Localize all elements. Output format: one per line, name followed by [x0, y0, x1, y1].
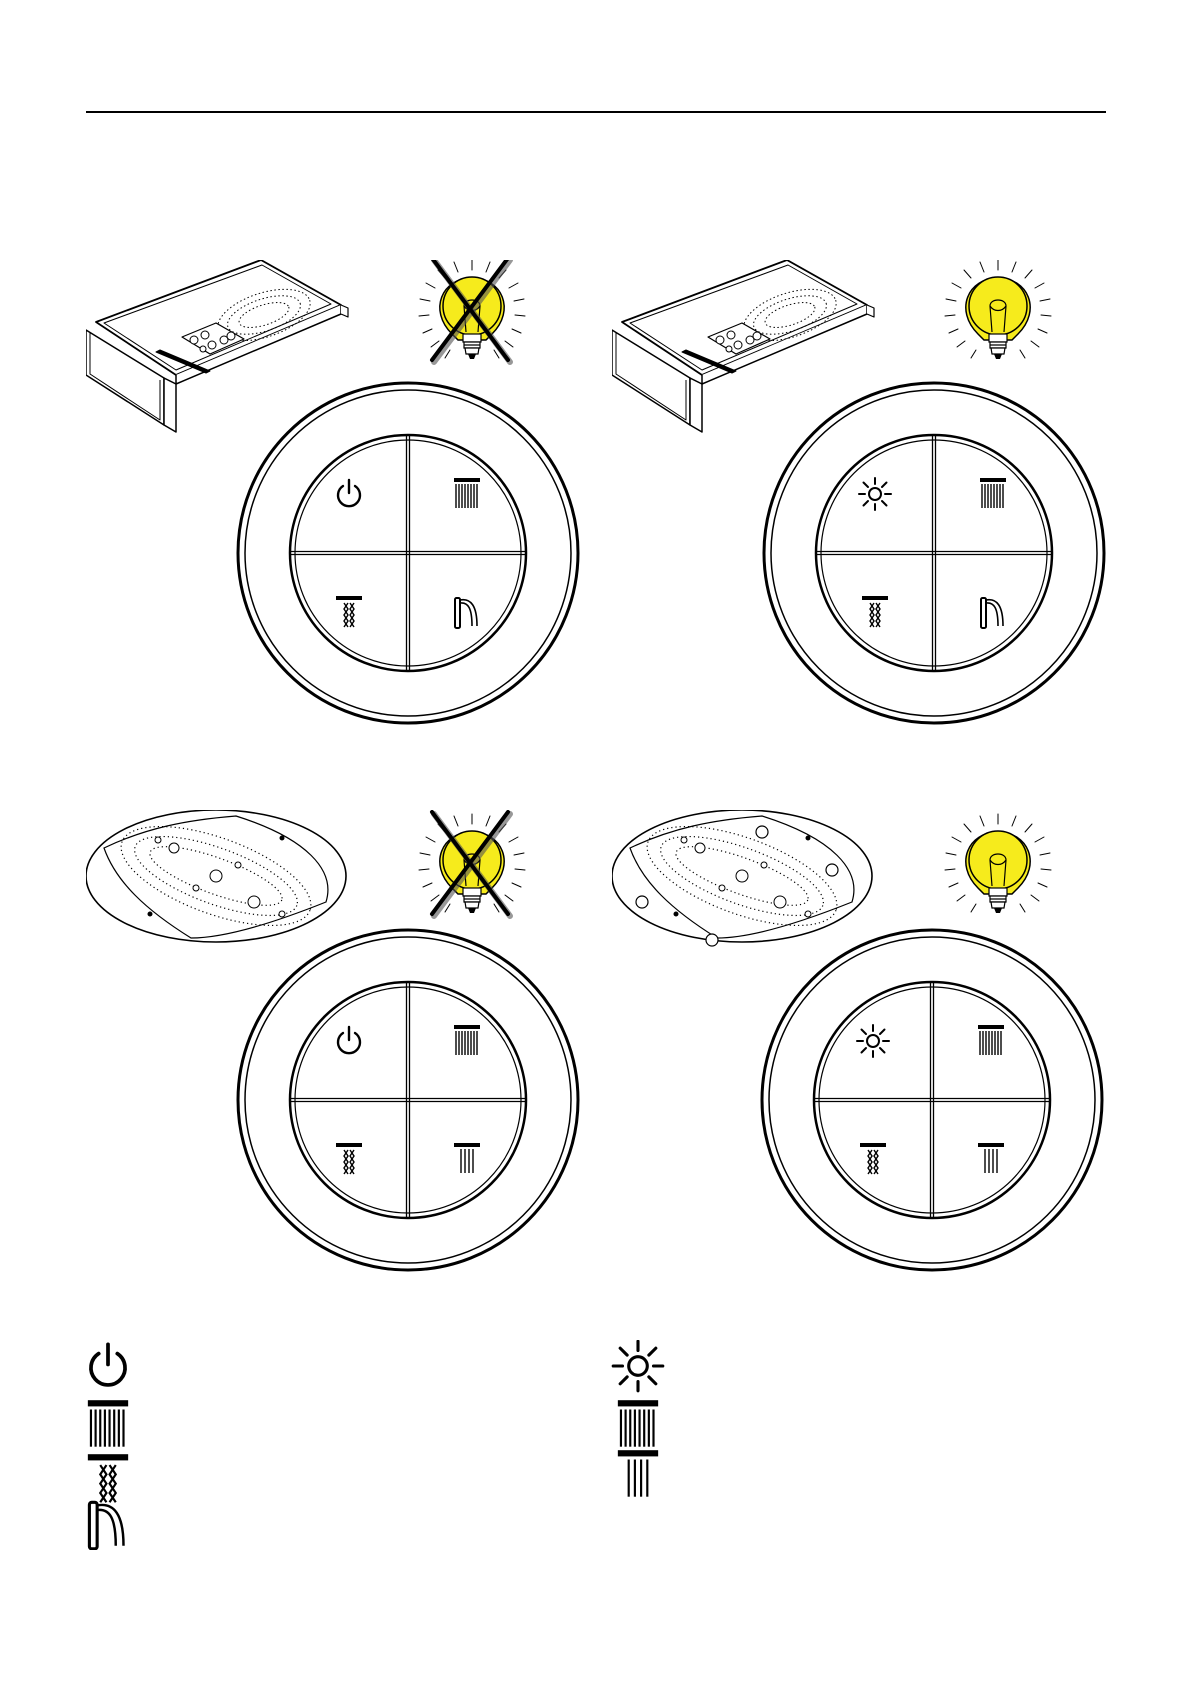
- waterfall-icon: [89, 1502, 123, 1549]
- panel-4: [612, 810, 1112, 1280]
- light-off-bulb-icon: [419, 260, 525, 362]
- panel-1-figure: [86, 260, 586, 730]
- rain-shower-icon: [88, 1400, 128, 1447]
- control-dial: [238, 930, 578, 1270]
- control-dial: [238, 383, 578, 723]
- panel-2-figure: [612, 260, 1112, 730]
- panel-4-figure: [612, 810, 1112, 1280]
- legend-left-icons: [82, 1340, 142, 1550]
- legend-right-icons: [604, 1340, 674, 1500]
- rain-waterfall-shower-head: [86, 260, 348, 432]
- light-on-bulb-icon: [945, 814, 1051, 913]
- oval-shower-plate: [86, 810, 346, 946]
- narrow-shower-icon: [618, 1450, 658, 1497]
- light-icon: [613, 1341, 663, 1391]
- mist-shower-icon: [88, 1454, 128, 1502]
- oval-shower-plate: [612, 810, 872, 946]
- control-dial: [764, 383, 1104, 723]
- panel-2: [612, 260, 1112, 730]
- panel-3: [86, 810, 586, 1280]
- light-on-bulb-icon: [945, 260, 1051, 359]
- legend-right: [604, 1340, 674, 1500]
- power-icon: [91, 1344, 125, 1385]
- panel-1: [86, 260, 586, 730]
- legend-left: [82, 1340, 142, 1550]
- light-off-bulb-icon: [419, 812, 525, 916]
- rain-waterfall-shower-head: [612, 260, 874, 432]
- control-dial: [762, 930, 1102, 1270]
- panel-3-figure: [86, 810, 586, 1280]
- top-rule: [86, 111, 1106, 113]
- rain-shower-icon: [618, 1400, 658, 1447]
